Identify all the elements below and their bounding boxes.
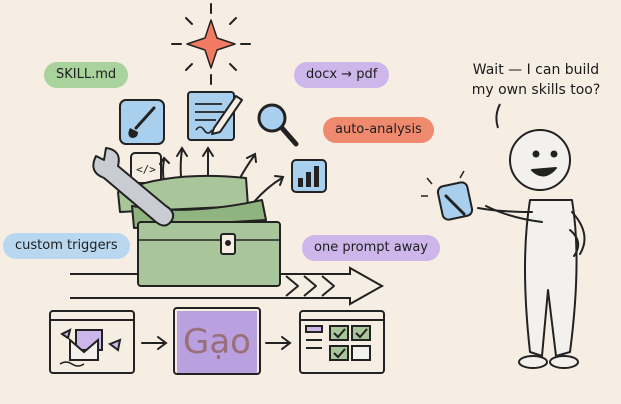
code-icon-label: </> (136, 163, 156, 176)
flow-arrow-1 (141, 336, 168, 350)
auto-analysis-label: auto-analysis (323, 117, 434, 143)
checklist-window (299, 310, 385, 374)
skill-md-label: SKILL.md (44, 62, 129, 88)
magnifier-icon (257, 103, 299, 147)
docx-to-pdf-label: docx → pdf (294, 62, 390, 88)
one-prompt-away-label: one prompt away (302, 235, 440, 261)
code-icon: </> (130, 152, 162, 184)
document-pencil-icon (187, 91, 243, 141)
speech-tail (495, 103, 501, 129)
flow-arrow-2 (265, 336, 292, 350)
watermark-label: Gạo (177, 311, 257, 373)
speech-line-1: Wait — I can build (472, 62, 600, 78)
speech-line-2: my own skills too? (471, 82, 601, 98)
mail-window (49, 310, 135, 374)
custom-triggers-label: custom triggers (3, 233, 130, 259)
bar-chart-icon (291, 159, 327, 193)
person-figure (477, 129, 586, 369)
mini-wrench-card (421, 170, 474, 221)
speech-bubble-text: Wait — I can build my own skills too? (456, 60, 616, 100)
paintbrush-icon (119, 99, 165, 145)
sparkle-icon (171, 3, 251, 85)
process-arrow (70, 266, 385, 306)
wrench-icon (92, 147, 175, 227)
